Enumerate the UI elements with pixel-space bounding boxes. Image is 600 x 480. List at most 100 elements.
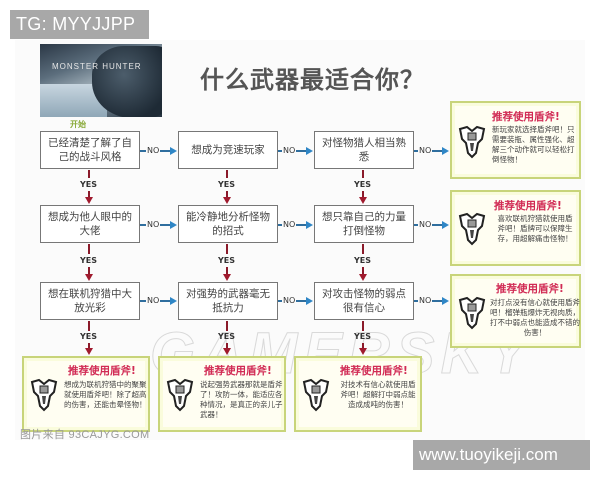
recommendation-title: 推荐使用盾斧! xyxy=(204,365,272,377)
arrow-down-icon xyxy=(359,348,367,355)
no-label: NO xyxy=(418,146,433,156)
question-box-q5: 能冷静地分析怪物的招式 xyxy=(178,205,278,243)
yes-connector-line xyxy=(88,321,90,331)
yes-label: YES xyxy=(218,180,236,189)
recommendation-box-right-2: 推荐使用盾斧! 喜欢联机狩猎就使用盾斧吧！盾牌可以保障生存，用超解痛击怪物！ xyxy=(450,190,581,266)
arrow-down-icon xyxy=(85,348,93,355)
charge-blade-icon xyxy=(30,378,58,412)
charge-blade-icon xyxy=(302,378,330,412)
charge-blade-icon xyxy=(458,125,486,159)
question-text: 对怪物猎人相当熟悉 xyxy=(322,137,406,163)
question-text: 想在联机狩猎中大放光彩 xyxy=(48,288,132,314)
yes-connector-line xyxy=(88,170,90,178)
arrow-right-icon xyxy=(442,147,449,155)
arrow-right-icon xyxy=(306,147,313,155)
recommendation-box-bottom-3: 推荐使用盾斧! 对技术有信心就使用盾斧吧！超解打中弱点能造成成吨的伤害！ xyxy=(294,356,422,432)
charge-blade-icon xyxy=(458,296,486,330)
question-text: 想只靠自己的力量打倒怪物 xyxy=(322,211,406,237)
arrow-right-icon xyxy=(442,221,449,229)
recommendation-title: 推荐使用盾斧! xyxy=(68,365,136,377)
recommendation-box-right-3: 推荐使用盾斧! 对打点没有信心就使用盾斧吧！榴弹瓶爆炸无视肉质，打不中弱点也能造… xyxy=(450,274,581,348)
yes-connector-line xyxy=(226,170,228,178)
recommendation-box-bottom-1: 推荐使用盾斧! 想成为联机狩猎中的聚聚就使用盾斧吧！除了超高的伤害，还能击晕怪物… xyxy=(22,356,150,432)
yes-connector-line xyxy=(226,191,228,197)
yes-connector-line xyxy=(226,244,228,254)
yes-connector-line xyxy=(88,244,90,254)
question-box-q4: 想成为他人眼中的大佬 xyxy=(40,205,140,243)
no-label: NO xyxy=(146,146,161,156)
start-label: 开始 xyxy=(70,120,86,129)
question-box-q8: 对强势的武器毫无抵抗力 xyxy=(178,282,278,320)
question-box-q2: 想成为竞速玩家 xyxy=(178,131,278,169)
question-box-q9: 对攻击怪物的弱点很有信心 xyxy=(314,282,414,320)
arrow-down-icon xyxy=(359,197,367,204)
yes-label: YES xyxy=(80,332,98,341)
arrow-down-icon xyxy=(223,197,231,204)
yes-connector-line xyxy=(362,191,364,197)
arrow-down-icon xyxy=(223,274,231,281)
question-box-q7: 想在联机狩猎中大放光彩 xyxy=(40,282,140,320)
site-url-badge: www.tuoyikeji.com xyxy=(413,440,590,470)
recommendation-box-bottom-2: 推荐使用盾斧! 说起强势武器那就是盾斧了！攻防一体，能适应各种情况，是真正的亲儿… xyxy=(158,356,286,432)
recommendation-title: 推荐使用盾斧! xyxy=(340,365,408,377)
charge-blade-icon xyxy=(166,378,194,412)
yes-connector-line xyxy=(362,343,364,348)
no-label: NO xyxy=(418,296,433,306)
question-text: 对攻击怪物的弱点很有信心 xyxy=(322,288,406,314)
recommendation-body: 想成为联机狩猎中的聚聚就使用盾斧吧！除了超高的伤害，还能击晕怪物！ xyxy=(64,380,147,409)
question-text: 想成为竞速玩家 xyxy=(191,144,265,156)
yes-connector-line xyxy=(226,343,228,348)
recommendation-body: 对技术有信心就使用盾斧吧！超解打中弱点能造成成吨的伤害！ xyxy=(340,380,416,409)
yes-connector-line xyxy=(88,191,90,197)
arrow-right-icon xyxy=(170,297,177,305)
arrow-down-icon xyxy=(223,348,231,355)
no-label: NO xyxy=(146,296,161,306)
yes-connector-line xyxy=(362,170,364,178)
no-label: NO xyxy=(282,296,297,306)
poster-logo: MONSTER HUNTER xyxy=(52,62,142,71)
no-label: NO xyxy=(146,220,161,230)
question-text: 想成为他人眼中的大佬 xyxy=(48,211,132,237)
recommendation-body: 新玩家就选择盾斧吧！只需要装瓶、属性强化、超解三个动作就可以轻松打倒怪物！ xyxy=(492,125,575,164)
recommendation-title: 推荐使用盾斧! xyxy=(492,111,560,123)
yes-label: YES xyxy=(80,256,98,265)
yes-connector-line xyxy=(362,321,364,331)
arrow-down-icon xyxy=(85,274,93,281)
recommendation-box-right-1: 推荐使用盾斧! 新玩家就选择盾斧吧！只需要装瓶、属性强化、超解三个动作就可以轻松… xyxy=(450,101,581,179)
yes-connector-line xyxy=(88,267,90,274)
yes-connector-line xyxy=(226,321,228,331)
charge-blade-icon xyxy=(458,212,486,246)
poster-creature xyxy=(92,46,162,117)
recommendation-body: 说起强势武器那就是盾斧了！攻防一体，能适应各种情况，是真正的亲儿子武器！ xyxy=(200,380,283,419)
question-text: 已经清楚了解了自己的战斗风格 xyxy=(48,137,132,163)
recommendation-title: 推荐使用盾斧! xyxy=(494,200,562,212)
question-text: 能冷静地分析怪物的招式 xyxy=(186,211,270,237)
yes-connector-line xyxy=(226,267,228,274)
question-box-q3: 对怪物猎人相当熟悉 xyxy=(314,131,414,169)
no-label: NO xyxy=(282,220,297,230)
yes-connector-line xyxy=(362,267,364,274)
arrow-right-icon xyxy=(170,221,177,229)
recommendation-body: 对打点没有信心就使用盾斧吧！榴弹瓶爆炸无视肉质，打不中弱点也能造成不错的伤害！ xyxy=(490,298,580,337)
arrow-down-icon xyxy=(359,274,367,281)
image-source-note: 图片来自 93CAJYG.COM xyxy=(20,429,150,441)
recommendation-title: 推荐使用盾斧! xyxy=(496,283,564,295)
yes-label: YES xyxy=(354,256,372,265)
yes-connector-line xyxy=(362,244,364,254)
yes-label: YES xyxy=(218,332,236,341)
no-label: NO xyxy=(418,220,433,230)
monster-hunter-poster: MONSTER HUNTER xyxy=(40,44,162,117)
arrow-right-icon xyxy=(170,147,177,155)
arrow-right-icon xyxy=(442,297,449,305)
yes-label: YES xyxy=(80,180,98,189)
recommendation-body: 喜欢联机狩猎就使用盾斧吧！盾牌可以保障生存，用超解痛击怪物！ xyxy=(497,214,573,243)
question-box-q1: 已经清楚了解了自己的战斗风格 xyxy=(40,131,140,169)
yes-label: YES xyxy=(354,332,372,341)
yes-connector-line xyxy=(88,343,90,348)
arrow-right-icon xyxy=(306,221,313,229)
question-box-q6: 想只靠自己的力量打倒怪物 xyxy=(314,205,414,243)
no-label: NO xyxy=(282,146,297,156)
yes-label: YES xyxy=(354,180,372,189)
page-title: 什么武器最适合你？ xyxy=(200,66,425,94)
